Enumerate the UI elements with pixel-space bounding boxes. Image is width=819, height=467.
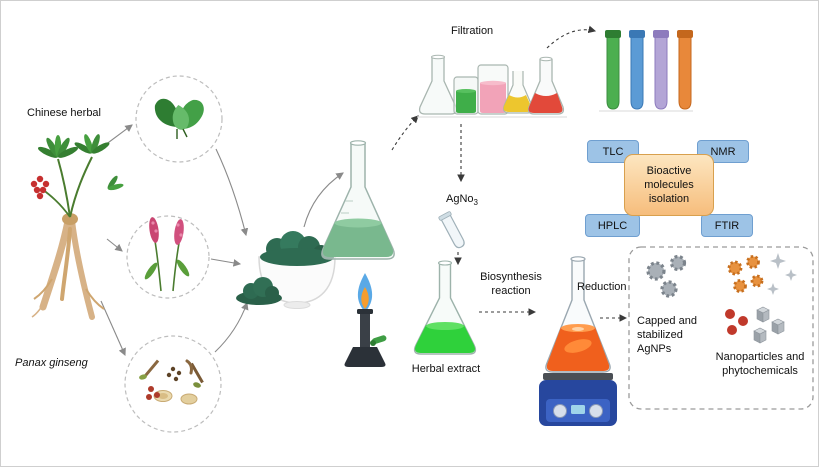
biosynthesis-label: Biosynthesis reaction <box>480 271 542 297</box>
chinese-herbal-label: Chinese herbal <box>27 107 101 119</box>
herb-circle-leaves <box>135 75 223 163</box>
agno3-label: AgNo3 <box>446 193 478 208</box>
sparkle-particles <box>767 253 797 295</box>
herb-circle-flower <box>126 215 210 299</box>
powder-bowl <box>236 231 336 309</box>
agno3-base-text: AgNo <box>446 193 474 205</box>
ginseng-plant-illustration <box>30 134 124 320</box>
test-tube-rack <box>599 30 693 112</box>
hplc-chip[interactable]: HPLC <box>585 214 640 237</box>
leaf-fan-small <box>107 175 124 191</box>
filtration-label: Filtration <box>451 25 494 37</box>
leaf-fan-left <box>37 135 79 158</box>
berry-cluster <box>30 175 50 200</box>
reduction-label: Reduction <box>577 281 627 293</box>
extraction-flask <box>321 140 395 260</box>
agno3-subscript: 3 <box>473 198 478 208</box>
agnp-gear-particles <box>646 254 687 298</box>
capped-agnps-label: Capped and stabilized AgNPs <box>637 315 697 355</box>
stirrer-setup <box>539 256 617 426</box>
leaf-fan-right <box>74 134 110 154</box>
ftir-chip[interactable]: FTIR <box>701 214 753 237</box>
phytochemical-flower-particles <box>727 255 764 293</box>
results-box <box>628 246 814 410</box>
flow-arrows-dashed <box>391 25 628 322</box>
herbal-extract-label: Herbal extract <box>411 363 481 375</box>
panax-ginseng-label: Panax ginseng <box>15 357 88 369</box>
herbal-extract-flask <box>413 260 477 355</box>
herb-circle-dried <box>124 335 222 433</box>
powder-pile <box>236 277 282 305</box>
bioactive-isolation-box: Bioactive molecules isolation <box>624 154 714 216</box>
flow-arrows-solid <box>96 124 344 357</box>
bunsen-burner <box>344 273 387 367</box>
agno3-test-tube <box>438 211 465 249</box>
red-dot-particles <box>725 309 748 335</box>
nanoparticles-label: Nanoparticles and phytochemicals <box>715 351 805 377</box>
cube-particles <box>753 306 785 344</box>
filtration-vessels <box>417 54 567 118</box>
